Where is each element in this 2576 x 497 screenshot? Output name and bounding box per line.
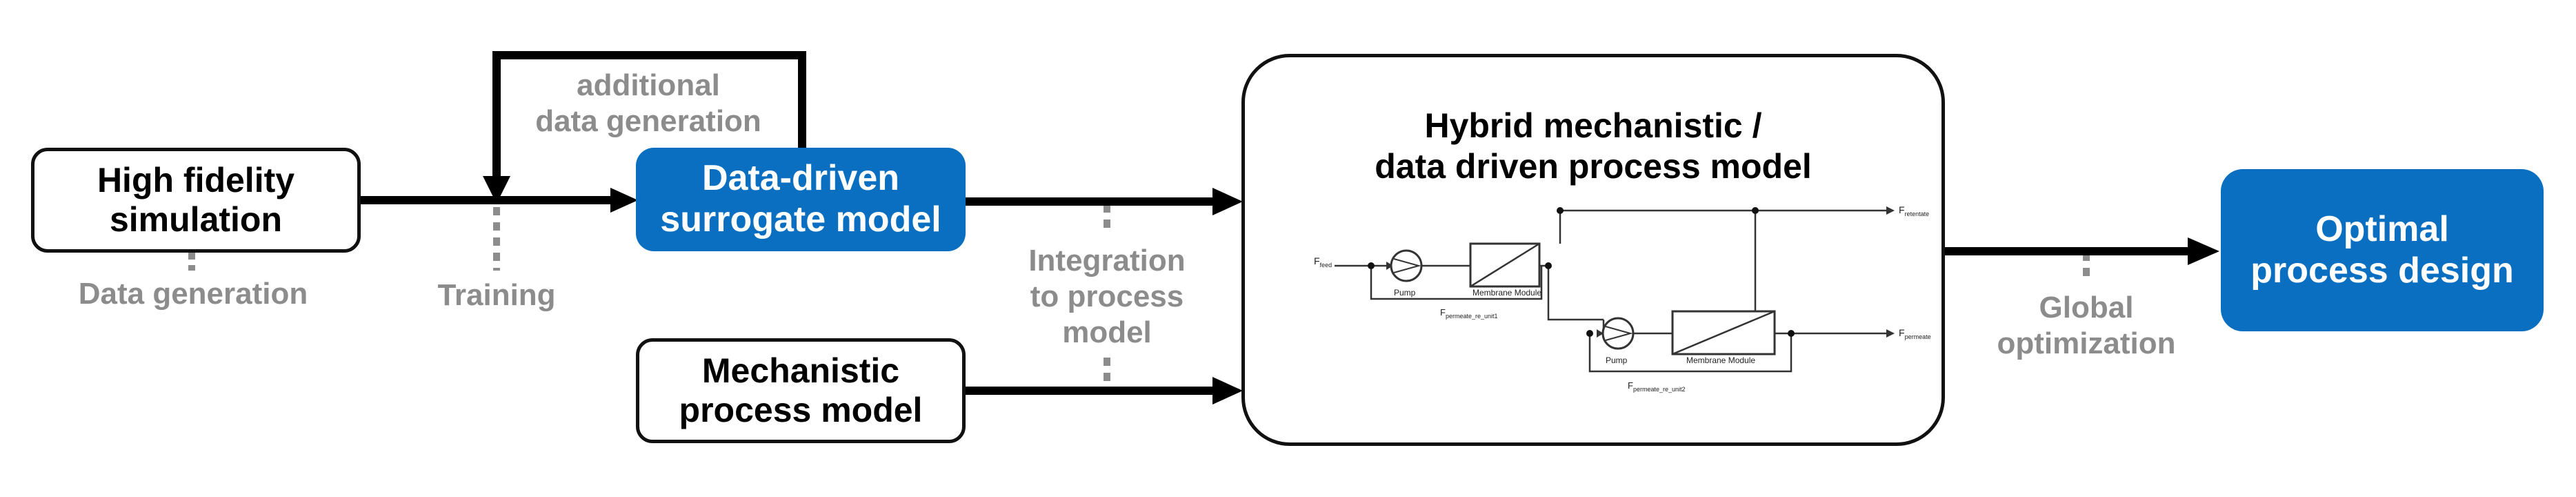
data-driven-surrogate-box: Data-driven surrogate model bbox=[636, 148, 966, 251]
f-permeate-unit1-label: Fpermeate_re_unit1 bbox=[1440, 307, 1498, 320]
additional-data-generation-label: additional data generation bbox=[507, 68, 790, 139]
data-driven-line1: Data-driven bbox=[701, 158, 900, 199]
integration-label: Integration to process model bbox=[997, 243, 1217, 351]
optimal-process-design-box: Optimal process design bbox=[2221, 169, 2544, 331]
hybrid-line1: Hybrid mechanistic / bbox=[1424, 106, 1762, 145]
integration-line3: model bbox=[1062, 315, 1152, 349]
hybrid-process-model-box: Hybrid mechanistic / data driven process… bbox=[1241, 54, 1945, 446]
mechanistic-line2: process model bbox=[679, 391, 923, 429]
training-label: Training bbox=[397, 277, 597, 313]
mechanistic-line1: Mechanistic bbox=[701, 351, 900, 390]
training-text: Training bbox=[437, 278, 556, 312]
data-generation-text: Data generation bbox=[78, 277, 308, 311]
high-fidelity-line2: simulation bbox=[109, 200, 283, 239]
arrowhead-hybrid-to-optimal bbox=[2188, 237, 2219, 265]
mechanistic-process-model-box: Mechanistic process model bbox=[636, 338, 966, 443]
data-driven-line2: surrogate model bbox=[660, 199, 941, 240]
membrane-2-label: Membrane Module bbox=[1686, 355, 1755, 365]
feedback-loop bbox=[492, 51, 806, 179]
optimal-line2: process design bbox=[2250, 250, 2514, 291]
hybrid-title: Hybrid mechanistic / data driven process… bbox=[1245, 106, 1941, 187]
additional-line2: data generation bbox=[535, 104, 761, 138]
membrane-flowsheet: Ffeed Fretentate Fpermeate Fpermeate_re_… bbox=[1314, 204, 1931, 393]
global-line2: optimization bbox=[1997, 326, 2176, 360]
global-line1: Global bbox=[2039, 291, 2134, 324]
pump-1-icon bbox=[1390, 249, 1423, 282]
global-optimization-label: Global optimization bbox=[1976, 290, 2197, 362]
high-fidelity-simulation-box: High fidelity simulation bbox=[31, 148, 361, 253]
high-fidelity-line1: High fidelity bbox=[97, 160, 295, 199]
additional-line1: additional bbox=[577, 68, 720, 102]
integration-line2: to process bbox=[1030, 279, 1184, 313]
f-feed-label: Ffeed bbox=[1314, 255, 1332, 269]
integration-line1: Integration bbox=[1028, 244, 1186, 277]
hybrid-line2: data driven process model bbox=[1375, 147, 1812, 186]
data-generation-label: Data generation bbox=[41, 276, 345, 312]
optimal-line1: Optimal bbox=[2315, 208, 2449, 249]
membrane-module-2-icon bbox=[1671, 310, 1776, 355]
f-permeate-label: Fpermeate bbox=[1899, 327, 1931, 340]
feedback-loop-arrowhead bbox=[483, 176, 510, 204]
arrowhead-mechanistic-to-hybrid bbox=[1212, 377, 1243, 405]
pump-1-label: Pump bbox=[1394, 288, 1416, 298]
f-permeate-unit2-label: Fpermeate_re_unit2 bbox=[1628, 380, 1686, 393]
arrowhead-surrogate-to-hybrid bbox=[1212, 188, 1243, 215]
f-retentate-label: Fretentate bbox=[1899, 204, 1929, 217]
pump-2-label: Pump bbox=[1606, 355, 1628, 365]
membrane-module-1-icon bbox=[1469, 242, 1541, 288]
pump-2-icon bbox=[1601, 317, 1635, 350]
arrowhead-simulation-to-surrogate bbox=[610, 188, 638, 213]
membrane-1-label: Membrane Module bbox=[1472, 288, 1541, 298]
